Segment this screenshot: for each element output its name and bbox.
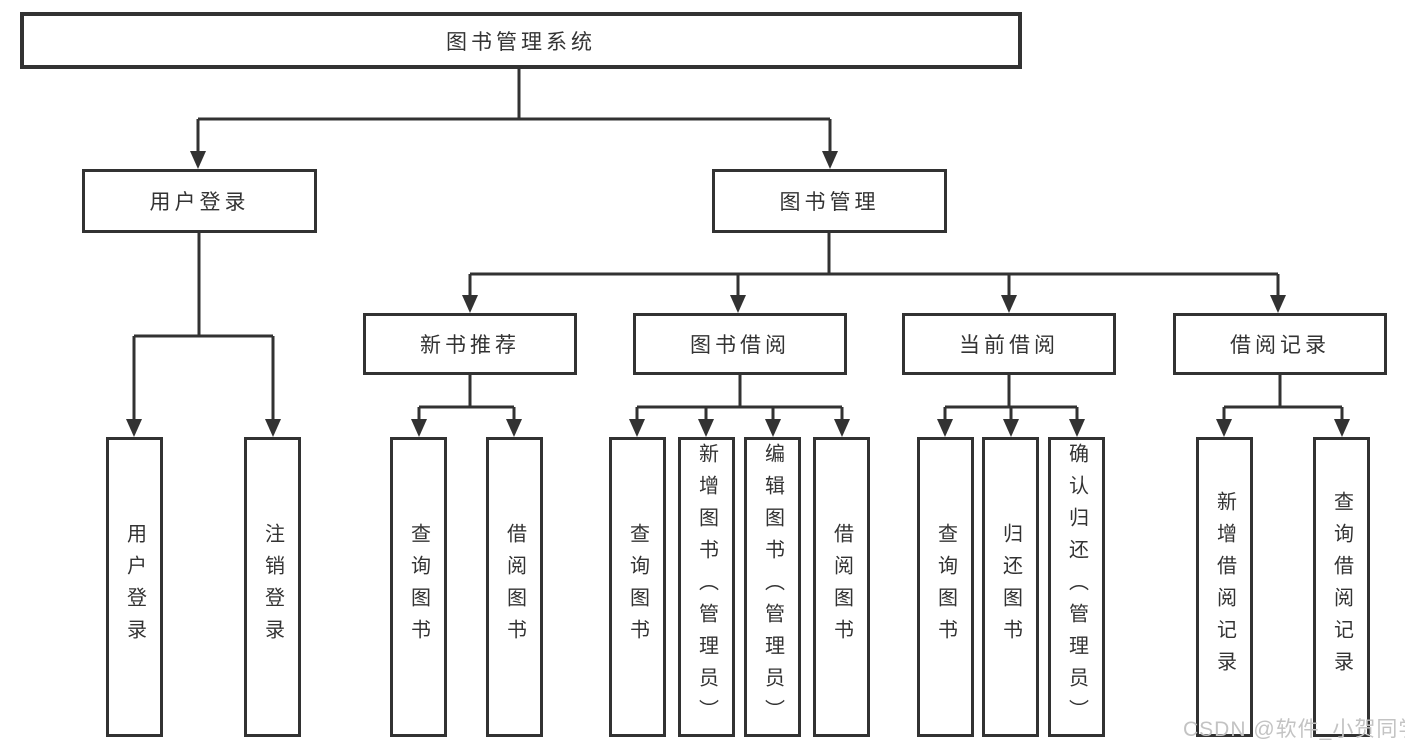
arrowhead — [1270, 295, 1286, 313]
node-book-management: 图书管理 — [712, 169, 947, 233]
arrowhead — [411, 419, 427, 437]
leaf-add-borrow-record: 新增借阅记录 — [1196, 437, 1253, 737]
leaf-borrow-books-recommend: 借阅图书 — [486, 437, 543, 737]
arrowhead — [1069, 419, 1085, 437]
leaf-query-books-borrowing: 查询图书 — [609, 437, 666, 737]
leaf-return-books: 归还图书 — [982, 437, 1039, 737]
leaf-add-borrow-record-label: 新增借阅记录 — [1213, 491, 1236, 683]
leaf-add-books-admin-label: 新增图书（管理员） — [695, 443, 718, 731]
arrowhead — [765, 419, 781, 437]
leaf-user-login: 用户登录 — [106, 437, 163, 737]
node-book-borrowing-label: 图书借阅 — [690, 334, 790, 357]
arrowhead — [265, 419, 281, 437]
leaf-query-books-borrowing-label: 查询图书 — [626, 523, 649, 651]
arrowhead — [1001, 295, 1017, 313]
arrowheads — [126, 151, 1350, 437]
arrowhead — [1003, 419, 1019, 437]
node-root-label: 图书管理系统 — [446, 30, 596, 54]
node-borrowing-records: 借阅记录 — [1173, 313, 1387, 375]
arrowhead — [190, 151, 206, 169]
leaf-confirm-return-admin-label: 确认归还（管理员） — [1065, 443, 1088, 731]
node-user-login-label: 用户登录 — [149, 191, 250, 214]
leaf-query-borrow-record-label: 查询借阅记录 — [1330, 491, 1353, 683]
node-current-borrowing: 当前借阅 — [902, 313, 1116, 375]
node-user-login: 用户登录 — [82, 169, 317, 233]
leaf-edit-books-admin-label: 编辑图书（管理员） — [761, 443, 784, 731]
leaf-add-books-admin: 新增图书（管理员） — [678, 437, 735, 737]
leaf-edit-books-admin: 编辑图书（管理员） — [744, 437, 801, 737]
node-book-management-label: 图书管理 — [779, 191, 880, 214]
leaf-borrow-books-recommend-label: 借阅图书 — [503, 523, 526, 651]
node-new-book-recommend-label: 新书推荐 — [420, 334, 520, 357]
node-root: 图书管理系统 — [20, 12, 1022, 69]
leaf-logout-login-label: 注销登录 — [261, 523, 284, 651]
leaf-logout-login: 注销登录 — [244, 437, 301, 737]
leaf-query-books-current-label: 查询图书 — [934, 523, 957, 651]
arrowhead — [834, 419, 850, 437]
leaf-query-borrow-record: 查询借阅记录 — [1313, 437, 1370, 737]
leaf-query-books-recommend: 查询图书 — [390, 437, 447, 737]
node-current-borrowing-label: 当前借阅 — [959, 334, 1059, 357]
node-borrowing-records-label: 借阅记录 — [1230, 334, 1330, 357]
arrowhead — [1334, 419, 1350, 437]
connector-path — [132, 69, 1344, 421]
leaf-return-books-label: 归还图书 — [999, 523, 1022, 651]
arrowhead — [1216, 419, 1232, 437]
leaf-query-books-recommend-label: 查询图书 — [407, 523, 430, 651]
arrowhead — [698, 419, 714, 437]
arrowhead — [730, 295, 746, 313]
arrowhead — [937, 419, 953, 437]
arrowhead — [629, 419, 645, 437]
leaf-borrow-books-borrowing: 借阅图书 — [813, 437, 870, 737]
arrowhead — [506, 419, 522, 437]
node-book-borrowing: 图书借阅 — [633, 313, 847, 375]
arrowhead — [462, 295, 478, 313]
leaf-confirm-return-admin: 确认归还（管理员） — [1048, 437, 1105, 737]
node-new-book-recommend: 新书推荐 — [363, 313, 577, 375]
leaf-query-books-current: 查询图书 — [917, 437, 974, 737]
leaf-user-login-label: 用户登录 — [123, 523, 146, 651]
arrowhead — [126, 419, 142, 437]
arrowhead — [822, 151, 838, 169]
leaf-borrow-books-borrowing-label: 借阅图书 — [830, 523, 853, 651]
watermark-text: CSDN @软件_小贺同学 — [1183, 718, 1405, 741]
